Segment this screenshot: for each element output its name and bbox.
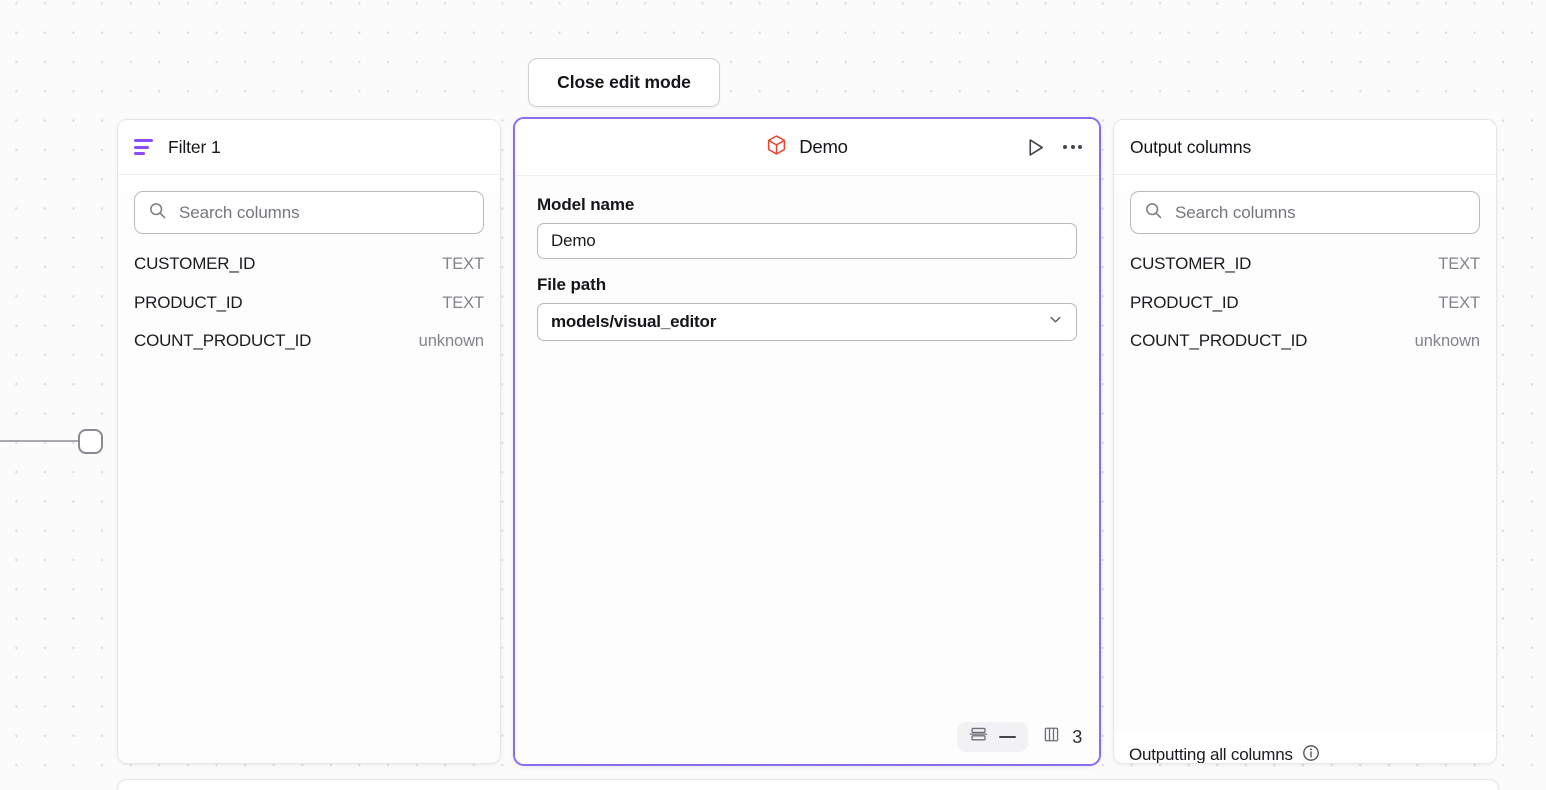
columns-icon	[1042, 725, 1061, 749]
outputting-status-text: Outputting all columns	[1129, 745, 1293, 764]
search-icon	[1144, 201, 1163, 225]
column-name: COUNT_PRODUCT_ID	[134, 331, 312, 350]
table-row[interactable]: CUSTOMER_ID TEXT	[1130, 254, 1480, 293]
row-count-pill[interactable]	[957, 722, 1029, 752]
info-icon[interactable]	[1302, 744, 1320, 764]
demo-model-panel[interactable]: Demo Model name Demo File path models	[513, 117, 1101, 766]
connector-edge	[0, 440, 80, 442]
chevron-down-icon	[1048, 312, 1063, 332]
table-row[interactable]: PRODUCT_ID TEXT	[1130, 293, 1480, 332]
filter-icon	[134, 139, 153, 155]
filter-search-placeholder: Search columns	[179, 202, 300, 222]
column-count-value: 3	[1072, 726, 1082, 747]
column-name: CUSTOMER_ID	[1130, 254, 1252, 273]
column-name: PRODUCT_ID	[1130, 292, 1239, 312]
filter-panel-title: Filter 1	[168, 136, 221, 157]
demo-panel-body: Model name Demo File path models/visual_…	[515, 176, 1099, 764]
ellipsis-icon[interactable]	[1061, 139, 1084, 155]
file-path-select[interactable]: models/visual_editor	[537, 303, 1077, 341]
column-count-group[interactable]: 3	[1042, 725, 1082, 749]
column-type: TEXT	[1438, 255, 1480, 273]
table-row[interactable]: COUNT_PRODUCT_ID unknown	[134, 331, 484, 370]
search-icon	[148, 201, 167, 225]
table-row[interactable]: COUNT_PRODUCT_ID unknown	[1130, 331, 1480, 370]
demo-panel-title: Demo	[799, 136, 848, 157]
model-name-label: Model name	[537, 195, 635, 214]
column-type: TEXT	[1438, 293, 1480, 312]
column-type: TEXT	[442, 255, 484, 273]
file-path-label: File path	[537, 275, 606, 294]
filter-search-input[interactable]: Search columns	[134, 191, 484, 234]
output-search-placeholder: Search columns	[1175, 202, 1296, 222]
column-name: COUNT_PRODUCT_ID	[1130, 331, 1308, 350]
demo-panel-header: Demo	[515, 119, 1099, 176]
file-path-value: models/visual_editor	[551, 312, 717, 331]
cube-icon	[766, 134, 787, 161]
column-type: unknown	[418, 332, 484, 350]
output-search-input[interactable]: Search columns	[1130, 191, 1480, 234]
table-row[interactable]: CUSTOMER_ID TEXT	[134, 254, 484, 293]
column-type: unknown	[1414, 332, 1480, 350]
close-edit-mode-button[interactable]: Close edit mode	[528, 58, 720, 107]
output-panel-body: Search columns CUSTOMER_ID TEXT PRODUCT_…	[1114, 191, 1496, 764]
filter-panel-body: Search columns CUSTOMER_ID TEXT PRODUCT_…	[118, 191, 500, 763]
output-columns-panel[interactable]: Output columns Search columns CUSTOMER_I…	[1113, 119, 1497, 764]
filter-column-list: CUSTOMER_ID TEXT PRODUCT_ID TEXT COUNT_P…	[118, 250, 500, 370]
output-panel-header: Output columns	[1114, 120, 1496, 175]
model-name-input[interactable]: Demo	[537, 223, 1077, 259]
demo-panel-footer: 3	[957, 722, 1082, 752]
row-count-value	[999, 735, 1017, 739]
table-row[interactable]: PRODUCT_ID TEXT	[134, 293, 484, 332]
column-name: CUSTOMER_ID	[134, 254, 256, 273]
filter-panel-header: Filter 1	[118, 120, 500, 175]
connector-handle[interactable]	[78, 429, 103, 454]
column-name: PRODUCT_ID	[134, 292, 243, 312]
output-column-list: CUSTOMER_ID TEXT PRODUCT_ID TEXT COUNT_P…	[1114, 250, 1496, 370]
play-icon[interactable]	[1025, 137, 1046, 158]
column-type: TEXT	[442, 293, 484, 312]
bottom-panel-partial[interactable]	[117, 779, 1499, 790]
output-panel-title: Output columns	[1130, 136, 1252, 157]
filter-panel[interactable]: Filter 1 Search columns CUSTOMER_ID TEXT	[117, 119, 501, 764]
demo-form: Model name Demo File path models/visual_…	[515, 176, 1099, 341]
output-panel-footer: Outputting all columns	[1114, 731, 1496, 764]
rows-icon	[969, 725, 988, 749]
